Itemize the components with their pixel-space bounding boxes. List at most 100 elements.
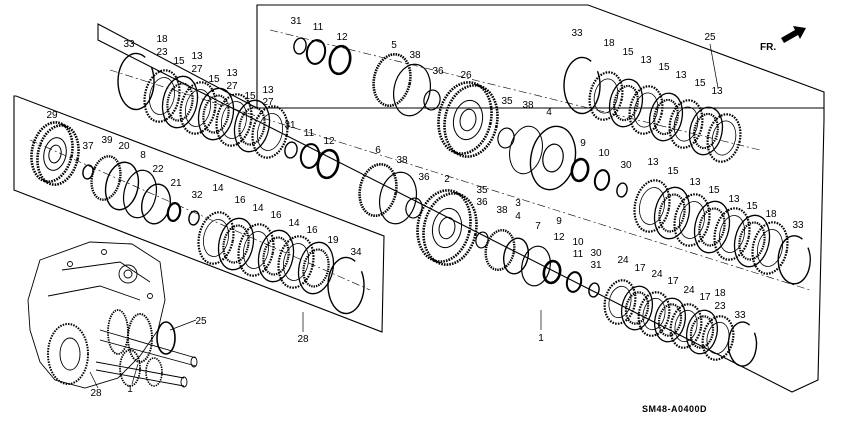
clutch-steel-plate bbox=[588, 71, 624, 121]
center-axis bbox=[109, 69, 811, 291]
clutch-drum-upper-bore bbox=[459, 108, 477, 132]
clutch-steel-plate bbox=[706, 113, 742, 163]
part-callout: 1 bbox=[538, 333, 544, 344]
plate-inner-edge bbox=[689, 315, 715, 349]
countershaft-gear-2 bbox=[145, 357, 163, 387]
clutch-disc bbox=[257, 229, 295, 283]
part-callout: 15 bbox=[208, 74, 220, 85]
case-bolt-3 bbox=[147, 293, 153, 299]
snap-ring-upper bbox=[563, 56, 601, 115]
clutch-drum-lower-hub bbox=[431, 207, 463, 249]
clutch-disc bbox=[693, 200, 731, 254]
part-callout: 21 bbox=[170, 178, 182, 189]
part-callout: 2 bbox=[444, 174, 450, 185]
part-callout: 18 bbox=[156, 34, 168, 45]
clutch-steel-plate bbox=[215, 93, 253, 147]
clutch-steel-plate bbox=[197, 211, 235, 265]
bearing-race bbox=[305, 39, 327, 65]
clutch-disc bbox=[297, 241, 335, 295]
clutch-disc bbox=[197, 87, 235, 141]
plate-inner-edge bbox=[222, 224, 250, 264]
clutch-disc bbox=[653, 186, 691, 240]
clutch-components bbox=[29, 29, 811, 367]
part-callout: 24 bbox=[683, 285, 695, 296]
part-callout: 15 bbox=[694, 78, 706, 89]
clutch-disc bbox=[233, 99, 271, 153]
plate-inner-edge bbox=[658, 193, 686, 233]
plate-inner-edge bbox=[262, 236, 290, 276]
upper-drum bbox=[156, 321, 176, 355]
plate-inner-edge bbox=[149, 77, 175, 115]
plate-inner-edge bbox=[243, 231, 269, 269]
clutch-steel-plate bbox=[637, 291, 671, 337]
part-callout: 17 bbox=[634, 263, 646, 274]
part-callout: 15 bbox=[746, 201, 758, 212]
seal-ring-7 bbox=[521, 245, 551, 287]
part-callout: 13 bbox=[728, 194, 740, 205]
part-callout: 10 bbox=[572, 237, 584, 248]
snap-ring-34 bbox=[327, 256, 365, 315]
bearing-20 bbox=[104, 161, 140, 211]
clutch-disc bbox=[620, 285, 654, 331]
part-callout: 15 bbox=[667, 166, 679, 177]
plate-inner-edge bbox=[608, 285, 632, 319]
mainshaft-clutch-pack bbox=[127, 313, 153, 363]
part-callout: 1 bbox=[127, 384, 133, 395]
part-callout: 38 bbox=[522, 100, 534, 111]
clutch-steel-plate bbox=[713, 207, 751, 261]
part-callout: 29 bbox=[46, 110, 58, 121]
o-ring-3 bbox=[475, 231, 489, 249]
clutch-disc bbox=[653, 297, 687, 343]
plate-inner-edge bbox=[711, 120, 737, 156]
part-callout: 25 bbox=[704, 32, 716, 43]
clutch-steel-plate bbox=[179, 81, 217, 135]
part-callout: 17 bbox=[699, 292, 711, 303]
part-callout: 31 bbox=[590, 260, 602, 271]
snap-ring-31 bbox=[588, 282, 600, 298]
plate-inner-edge bbox=[203, 219, 229, 257]
clutch-steel-plate bbox=[251, 105, 289, 159]
plate-inner-edge bbox=[653, 98, 679, 136]
part-callout: 34 bbox=[350, 247, 362, 258]
clutch-piston-6 bbox=[358, 162, 398, 218]
snap-ring-30 bbox=[616, 182, 628, 198]
part-callout: 33 bbox=[792, 220, 804, 231]
case-rib-2 bbox=[47, 285, 141, 301]
shaft-end bbox=[190, 356, 198, 368]
bearing-21 bbox=[166, 202, 182, 222]
part-callout: 8 bbox=[140, 150, 146, 161]
part-callout: 9 bbox=[556, 216, 562, 227]
part-callout: 4 bbox=[515, 211, 521, 222]
part-callout: 15 bbox=[658, 62, 670, 73]
plate-inner-edge bbox=[757, 229, 783, 267]
clutch-steel-plate bbox=[277, 235, 315, 289]
part-callout: 36 bbox=[432, 66, 444, 77]
part-callout: 14 bbox=[288, 218, 300, 229]
plate-inner-edge bbox=[679, 201, 705, 239]
leader-1-assembly bbox=[131, 363, 139, 385]
spring-8 bbox=[122, 169, 158, 219]
plate-inner-edge bbox=[719, 215, 745, 253]
clutch-drum-upper-rear bbox=[443, 84, 499, 158]
clutch-steel-plate bbox=[751, 221, 789, 275]
clutch-disc bbox=[161, 75, 199, 129]
part-callout: 27 bbox=[226, 81, 238, 92]
part-callout: 15 bbox=[708, 185, 720, 196]
leader-28-assembly bbox=[89, 371, 99, 389]
clutch-disc bbox=[733, 214, 771, 268]
part-callout: 38 bbox=[409, 50, 421, 61]
part-callout: 12 bbox=[553, 232, 565, 243]
part-callout: 31 bbox=[290, 16, 302, 27]
plate-inner-edge bbox=[674, 309, 698, 343]
snap-ring-32 bbox=[188, 210, 200, 226]
part-callout: 12 bbox=[336, 32, 348, 43]
case-boss-inner bbox=[123, 269, 133, 279]
plate-inner-edge bbox=[624, 291, 650, 325]
final-drive-gear bbox=[47, 323, 89, 385]
part-callout: 38 bbox=[396, 155, 408, 166]
plate-inner-edge bbox=[185, 89, 211, 127]
gear-29-hub bbox=[43, 137, 67, 171]
part-callout: 36 bbox=[476, 197, 488, 208]
plate-inner-edge bbox=[166, 82, 194, 122]
